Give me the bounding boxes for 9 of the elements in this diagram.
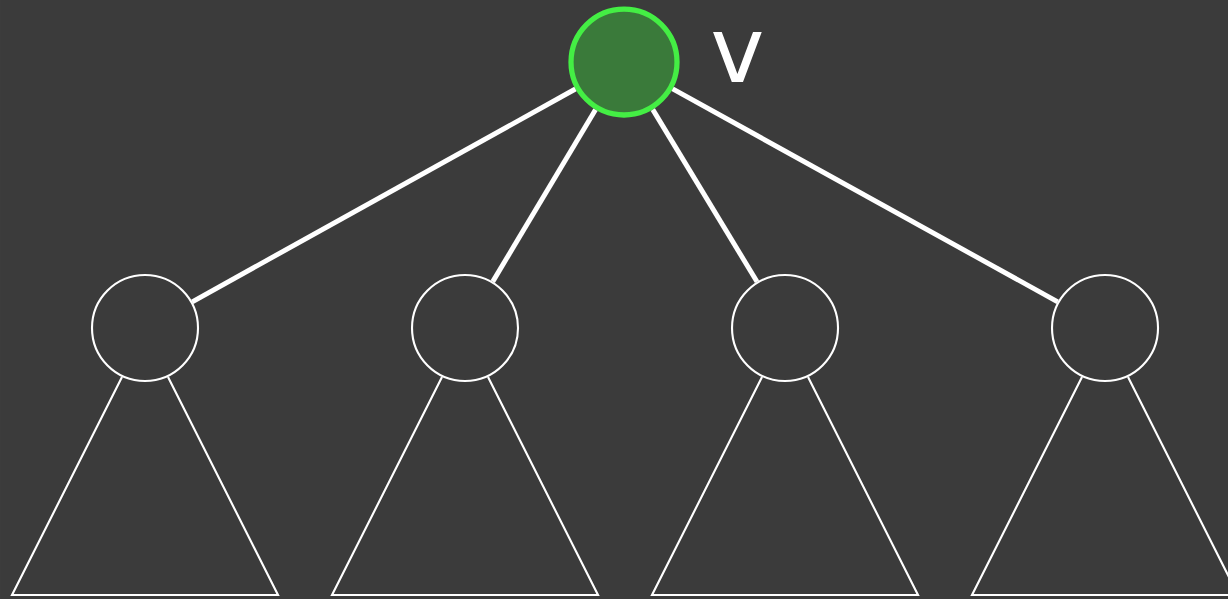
tree-node-circle [1050,273,1160,383]
tree-node-circle [410,273,520,383]
tree-node-circle [90,273,200,383]
edge-line [490,108,598,283]
edge-line [191,86,577,304]
tree-node-circle [730,273,840,383]
node-label: v [713,32,762,82]
edge-line [671,86,1059,304]
edge-line [650,108,760,284]
